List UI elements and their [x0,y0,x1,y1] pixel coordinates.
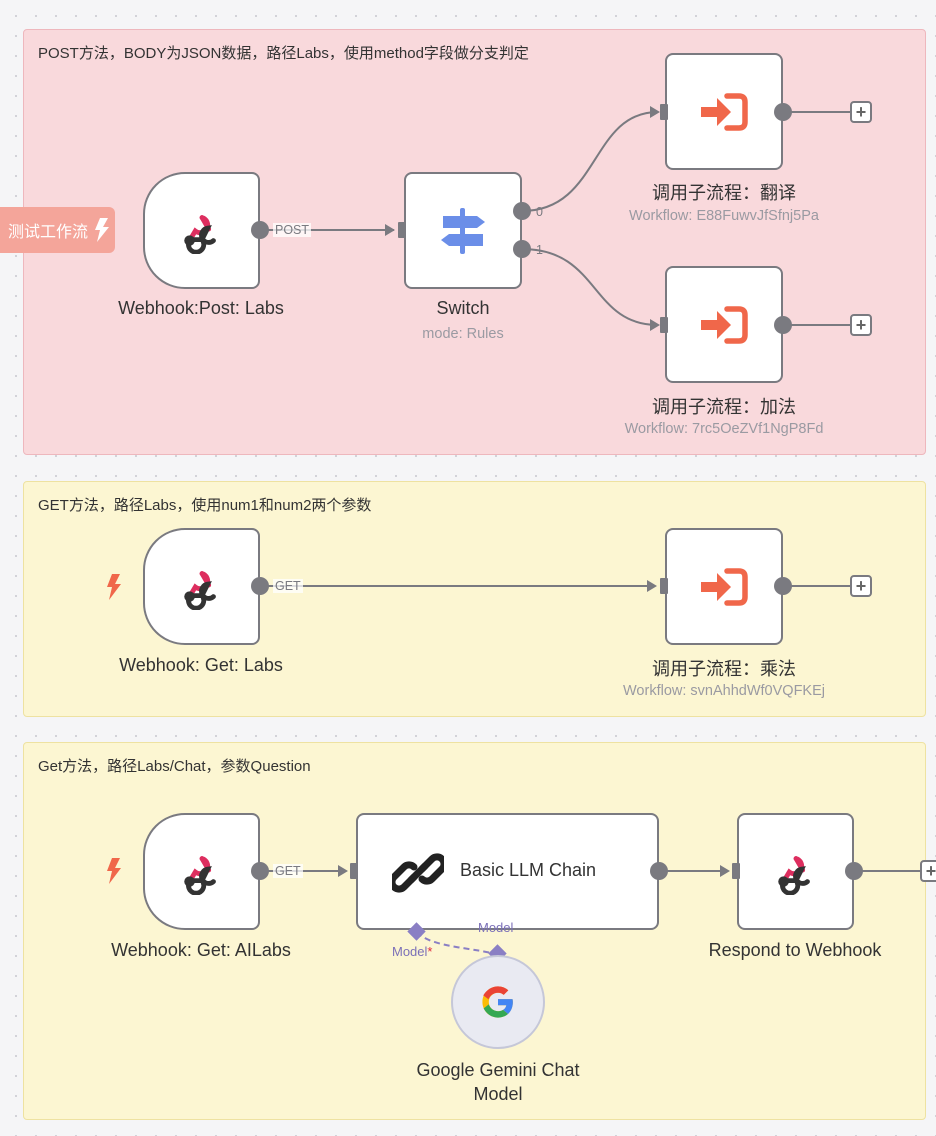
output-port[interactable] [774,316,792,334]
sign-in-arrow-icon [701,92,748,131]
node-title: 调用子流程：翻译 [652,183,796,203]
webhook-icon [183,570,216,610]
input-port[interactable] [398,222,406,238]
trigger-bolt-icon [107,574,121,600]
output-port[interactable] [845,862,863,880]
webhook-icon [183,214,216,254]
output-port[interactable] [774,577,792,595]
node-subtitle: mode: Rules [422,326,504,342]
model-connection-label: Model [478,920,514,935]
input-port[interactable] [660,317,668,333]
input-port[interactable] [660,104,668,120]
llm-chain-node[interactable] [356,813,659,930]
output-port[interactable] [774,103,792,121]
sign-in-arrow-icon [701,567,748,606]
edge-label-1: 1 [536,243,543,257]
execute-workflow-multiply-node[interactable] [665,528,783,645]
webhook-icon [183,855,216,895]
add-node-button[interactable]: + [920,860,936,882]
input-port[interactable] [350,863,358,879]
switch-node[interactable] [404,172,522,289]
connection-model [416,931,499,956]
node-title: Webhook:Post: Labs [118,298,284,318]
output-port[interactable] [251,862,269,880]
connection-switch-translate [521,111,659,212]
bolt-icon [95,218,110,242]
webhook-ai-node[interactable] [143,813,260,930]
test-workflow-label: 测试工作流 [8,224,89,241]
google-g-icon [482,986,513,1018]
chain-link-icon [392,853,444,893]
add-node-button[interactable]: + [850,575,872,597]
edge-label-get: GET [273,579,303,593]
connection-switch-add [521,248,659,326]
node-title: Basic LLM Chain [460,860,597,880]
webhook-icon [777,855,810,895]
edge-label-0: 0 [536,205,543,219]
node-title: 调用子流程：加法 [652,397,796,417]
edge-label-get-ai: GET [273,864,303,878]
execute-workflow-translate-node[interactable] [665,53,783,170]
node-subtitle: Workflow: 7rc5OeZVf1NgP8Fd [624,421,824,437]
sign-in-arrow-icon [701,305,748,344]
input-port[interactable] [660,578,668,594]
webhook-get-node[interactable] [143,528,260,645]
trigger-bolt-icon [107,858,121,884]
test-workflow-button[interactable]: 测试工作流 [0,207,115,253]
node-title: Webhook: Get: AILabs [111,940,291,960]
sticky-note-text: GET方法，路径Labs，使用num1和num2两个参数 [38,497,372,514]
signpost-icon [441,207,485,254]
webhook-post-node[interactable] [143,172,260,289]
edge-label-post: POST [273,223,312,237]
node-title: Google Gemini Chat Model [416,1060,580,1104]
sticky-note-text: POST方法，BODY为JSON数据，路径Labs，使用method字段做分支判… [38,45,529,62]
google-gemini-chat-model-node[interactable] [451,955,545,1049]
execute-workflow-add-node[interactable] [665,266,783,383]
output-port[interactable] [251,577,269,595]
output-port-1[interactable] [513,240,531,258]
node-subtitle: Workflow: E88FuwvJfSfnj5Pa [629,208,819,224]
add-node-button[interactable]: + [850,314,872,336]
output-port-0[interactable] [513,202,531,220]
node-title: Webhook: Get: Labs [119,655,283,675]
sticky-note-chat[interactable]: Get方法，路径Labs/Chat，参数Question [23,742,926,1120]
add-node-button[interactable]: + [850,101,872,123]
input-port[interactable] [732,863,740,879]
sticky-note-text: Get方法，路径Labs/Chat，参数Question [38,758,311,775]
output-port[interactable] [650,862,668,880]
node-title: Switch [436,298,490,318]
output-port[interactable] [251,221,269,239]
node-title: Respond to Webhook [708,940,882,960]
respond-to-webhook-node[interactable] [737,813,854,930]
model-input-label: Model* [392,944,433,959]
node-title: 调用子流程：乘法 [652,659,796,679]
node-subtitle: Workflow: svnAhhdWf0VQFKEj [623,683,825,699]
